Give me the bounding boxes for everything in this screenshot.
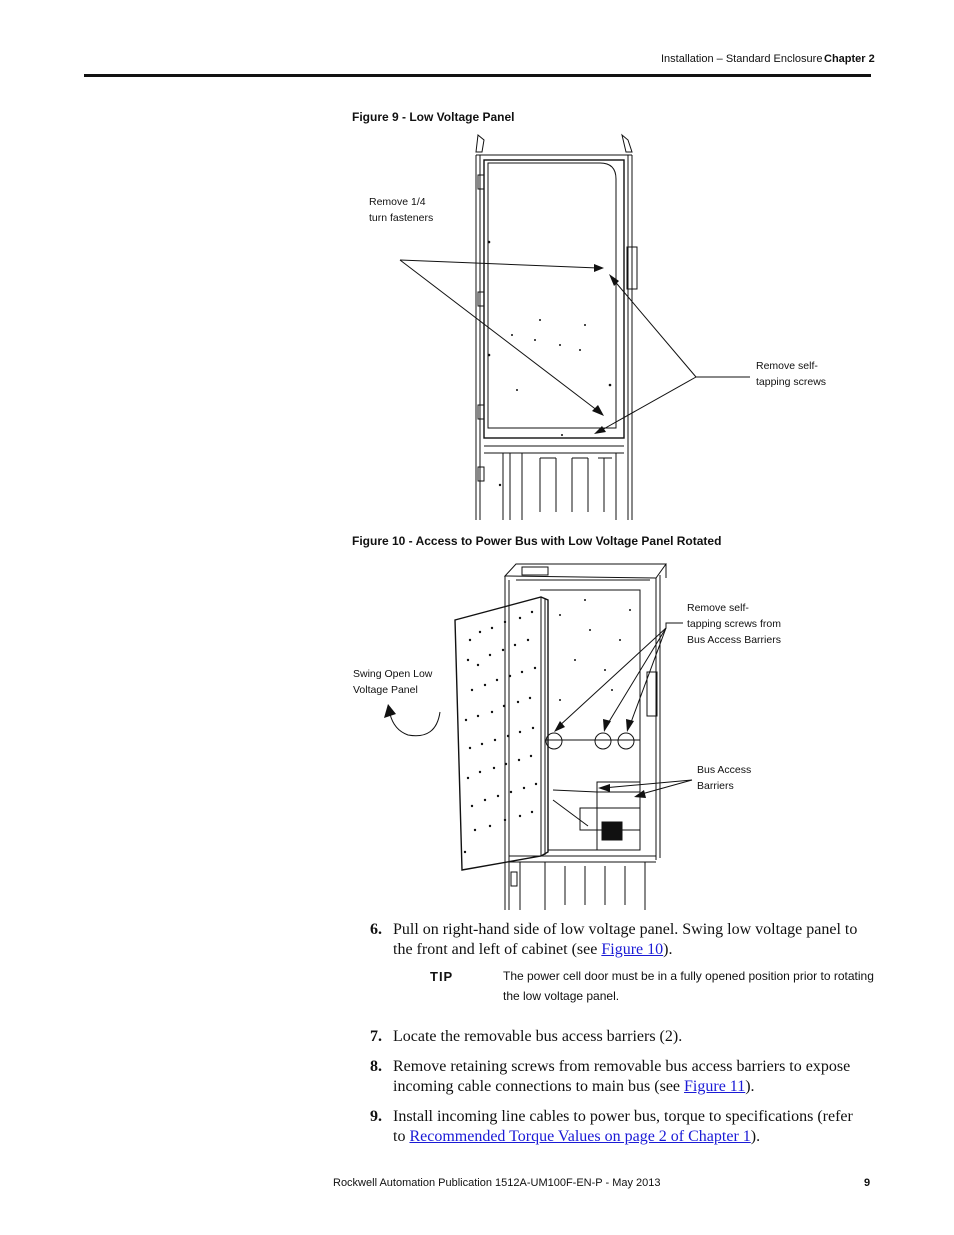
- running-header-chapter: Chapter 2: [824, 53, 875, 65]
- figure-10-caption: Figure 10 - Access to Power Bus with Low…: [352, 534, 722, 548]
- tip-label: TIP: [430, 969, 454, 984]
- step-9: 9. Install incoming line cables to power…: [370, 1107, 864, 1149]
- step-6: 6. Pull on right-hand side of low voltag…: [370, 920, 864, 962]
- step-text-after: ).: [750, 1128, 761, 1145]
- figure-11-link[interactable]: Figure 11: [684, 1078, 746, 1095]
- header-rule: [84, 74, 871, 77]
- step-number: 6.: [370, 921, 382, 938]
- step-text-before: Remove retaining screws from removable b…: [393, 1058, 851, 1095]
- step-text-after: ).: [663, 941, 673, 958]
- tip-text: The power cell door must be in a fully o…: [503, 969, 874, 1003]
- step-7: 7. Locate the removable bus access barri…: [370, 1027, 864, 1049]
- step-text-before: Install incoming line cables to power bu…: [393, 1108, 853, 1145]
- footer-page-number: 9: [864, 1177, 871, 1189]
- step-text: Install incoming line cables to power bu…: [393, 1107, 863, 1147]
- step-text: Remove retaining screws from removable b…: [393, 1057, 863, 1097]
- step-text-before: Pull on right-hand side of low voltage p…: [393, 921, 858, 958]
- callout-remove-self-tapping-screws: Remove self- tapping screws: [756, 360, 827, 388]
- callout-bus-access-barriers: Bus Access Barriers: [697, 764, 752, 792]
- footer-publication: Rockwell Automation Publication 1512A-UM…: [333, 1177, 661, 1189]
- step-8: 8. Remove retaining screws from removabl…: [370, 1057, 864, 1099]
- step-number: 9.: [370, 1108, 382, 1125]
- torque-values-link[interactable]: Recommended Torque Values on page 2 of C…: [409, 1128, 751, 1145]
- callout-remove-fasteners: Remove 1/4 turn fasteners: [369, 196, 434, 224]
- callout-remove-barrier-screws: Remove self- tapping screws from Bus Acc…: [687, 602, 781, 646]
- figure-10-link[interactable]: Figure 10: [601, 941, 664, 958]
- step-text: Locate the removable bus access barriers…: [393, 1028, 683, 1045]
- step-number: 7.: [370, 1028, 382, 1045]
- running-header-section: Installation – Standard Enclosure: [661, 53, 823, 65]
- callout-swing-open-panel: Swing Open Low Voltage Panel: [353, 668, 433, 696]
- step-text-after: ).: [745, 1078, 755, 1095]
- step-number: 8.: [370, 1058, 382, 1075]
- figure-9-caption: Figure 9 - Low Voltage Panel: [352, 110, 515, 124]
- step-text: Pull on right-hand side of low voltage p…: [393, 920, 863, 960]
